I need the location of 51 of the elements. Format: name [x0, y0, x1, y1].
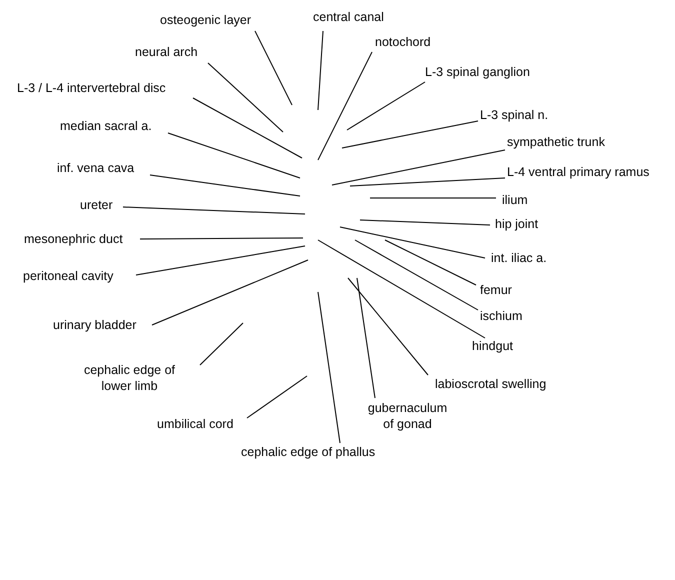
part-label: ilium [502, 192, 528, 208]
part-label: int. iliac a. [491, 250, 547, 266]
leader-line [136, 246, 306, 276]
leader-line [168, 132, 300, 178]
leader-line [254, 30, 292, 106]
leader-line [200, 322, 244, 366]
part-label: inf. vena cava [57, 160, 134, 176]
leader-line [318, 52, 372, 160]
leader-line [208, 62, 284, 132]
part-label: central canal [313, 9, 384, 25]
leader-line [356, 278, 376, 398]
leader-line [346, 82, 426, 130]
part-label: labioscrotal swelling [435, 376, 546, 392]
leader-line [318, 292, 340, 444]
leader-line [122, 206, 306, 214]
part-label: L-4 ventral primary ramus [507, 164, 650, 180]
part-label: peritoneal cavity [23, 268, 114, 284]
part-label: median sacral a. [60, 118, 152, 134]
leader-line [342, 120, 478, 148]
part-label: urinary bladder [53, 317, 136, 333]
leader-line [350, 178, 506, 186]
part-label: cephalic edge of lower limb [72, 362, 187, 394]
part-label: umbilical cord [157, 416, 234, 432]
part-label: neural arch [135, 44, 198, 60]
part-label: L-3 spinal n. [480, 107, 548, 123]
part-label: mesonephric duct [24, 231, 123, 247]
part-label: gubernaculum of gonad [365, 400, 450, 432]
part-label: ureter [80, 197, 113, 213]
leader-line [150, 174, 300, 196]
leader-line [192, 98, 302, 158]
leader-line [332, 150, 506, 186]
part-label: hip joint [495, 216, 538, 232]
part-label: notochord [375, 34, 431, 50]
leader-line [318, 240, 486, 338]
part-label: L-3 / L-4 intervertebral disc [17, 80, 166, 96]
part-label: ischium [480, 308, 522, 324]
leader-line [348, 278, 428, 376]
leader-line [246, 376, 308, 418]
part-label: osteogenic layer [160, 12, 252, 28]
leader-line [384, 240, 476, 286]
leader-line [140, 238, 304, 240]
part-label: hindgut [472, 338, 514, 354]
leader-line [152, 260, 308, 326]
part-label: L-3 spinal ganglion [425, 64, 530, 80]
leader-line [318, 30, 324, 110]
leader-line [354, 240, 478, 310]
part-label: sympathetic trunk [507, 134, 605, 150]
leader-line [360, 220, 490, 226]
part-label: femur [480, 282, 512, 298]
part-label: cephalic edge of phallus [241, 444, 376, 460]
leader-line [340, 226, 486, 258]
